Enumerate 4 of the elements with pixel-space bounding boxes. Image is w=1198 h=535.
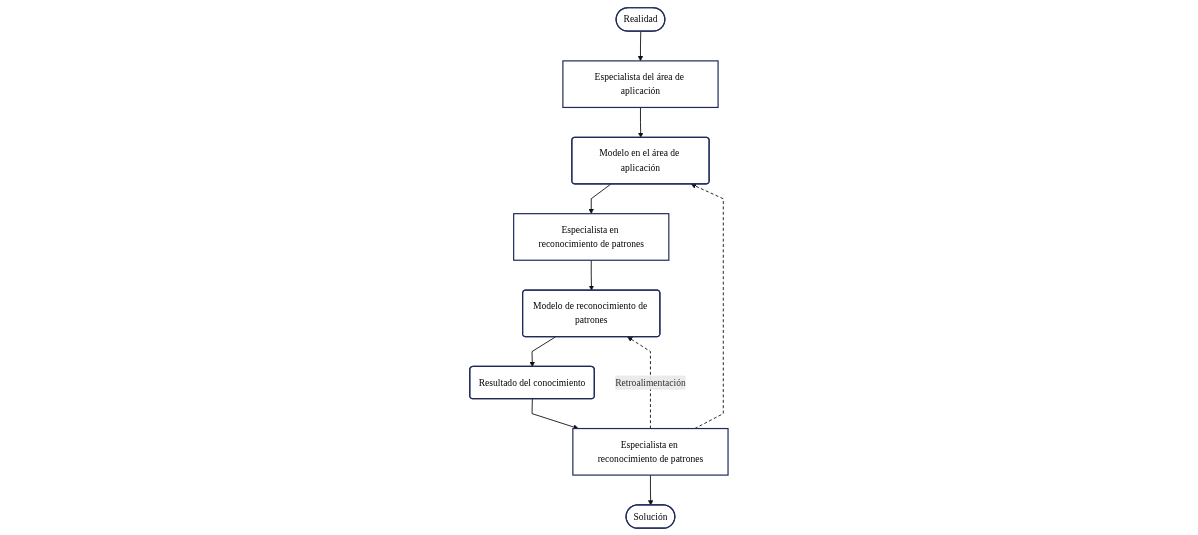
- node-box: Especialista en reconocimiento de patrones: [513, 212, 670, 261]
- node-box: Especialista del área de aplicación: [562, 59, 719, 108]
- edge-label: Retroalimentación: [615, 376, 686, 387]
- node-box: Especialista en reconocimiento de patrones: [572, 427, 729, 476]
